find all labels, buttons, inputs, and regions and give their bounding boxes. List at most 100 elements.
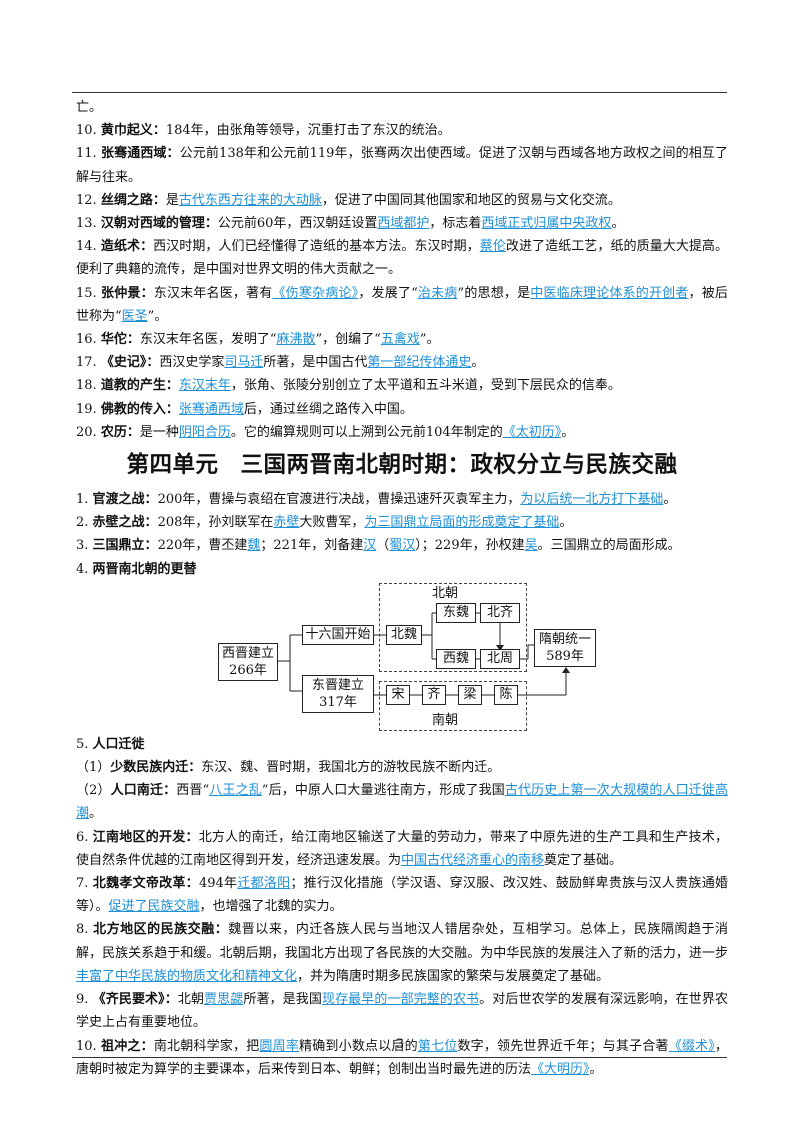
- list-item: 5. 人口迁徙: [76, 733, 728, 756]
- item-number: 11.: [76, 146, 97, 162]
- item-title: 张骞通西域：: [100, 146, 180, 162]
- key-term: 丰富了中华民族的物质文化和精神文化: [76, 968, 298, 984]
- list-item: 18. 道教的产生：东汉末年，张角、张陵分别创立了太平道和五斗米道，受到下层民众…: [76, 374, 728, 397]
- key-term: 中医临床理论体系的开创者: [530, 285, 689, 301]
- list-item: 2. 赤壁之战：208年，孙刘联军在赤壁大败曹军，为三国鼎立局面的形成奠定了基础…: [76, 511, 728, 534]
- item-title: 北方地区的民族交融：: [93, 922, 229, 938]
- item-text: ”。: [147, 308, 168, 324]
- key-term: 五禽戏: [380, 332, 420, 348]
- key-term: 古代历史上第一次大规模的人口迁徙高潮: [76, 783, 728, 822]
- item-text: （: [376, 538, 390, 554]
- key-term: 迁都洛阳: [237, 876, 291, 892]
- item-number: 20.: [76, 424, 97, 440]
- northern-dynasties-frame: [379, 582, 527, 672]
- item-title: 两晋南北朝的更替: [92, 561, 197, 577]
- item-number: 2.: [76, 515, 89, 531]
- item-title: 黄巾起义：: [100, 123, 166, 139]
- item-text: 494年: [198, 876, 238, 892]
- item-title: 佛教的传入：: [100, 401, 179, 417]
- key-term: 西域正式归属中央政权: [481, 216, 612, 232]
- item-title: 三国鼎立：: [92, 538, 158, 554]
- item-text: 东汉末年名医，发明了“: [139, 332, 277, 348]
- key-term: 医圣: [121, 308, 148, 324]
- northern-qi-box: 北齐: [480, 602, 520, 623]
- list-item: 16. 华佗：东汉末年名医，发明了“麻沸散”，创编了“五禽戏”。: [76, 328, 728, 351]
- list-item: 9. 《齐民要术》：北朝贾思勰所著，是我国现存最早的一部完整的农书。对后世农学的…: [76, 988, 728, 1034]
- continued-line: 亡。: [76, 100, 103, 115]
- key-term: 现存最早的一部完整的农书: [321, 992, 480, 1008]
- item-text: ；推行汉化措施（学汉语、穿汉服、改汉姓、鼓励鲜卑贵族与汉人贵族通婚等）。: [76, 876, 728, 915]
- item-text: ”，创编了“: [315, 332, 381, 348]
- key-term: 蜀汉: [389, 538, 416, 554]
- key-term: 第七位: [417, 1038, 458, 1054]
- list-item: 13. 汉朝对西域的管理：公元前60年，西汉朝廷设置西域都护，标志着西域正式归属…: [76, 212, 728, 235]
- key-term: 司马迁: [224, 355, 264, 371]
- key-term: 八王之乱: [209, 783, 262, 799]
- item-text: 。: [561, 424, 575, 440]
- key-term: 治未病: [417, 285, 458, 301]
- key-term: 为三国鼎立局面的形成奠定了基础: [364, 515, 560, 531]
- northern-dynasties-label: 北朝: [432, 585, 459, 601]
- item-text: 东汉末年名医，著有: [153, 285, 273, 301]
- item-title: 官渡之战：: [92, 492, 158, 508]
- western-jin-box: 西晋建立 266年: [218, 642, 278, 681]
- item-text: ，唐朝时被定为算学的主要课本，后来传到日本、朝鲜；创制出当时最先进的历法: [76, 1038, 728, 1077]
- item-title: 《史记》：: [100, 355, 160, 371]
- sui-unification-box: 隋朝统一 589年: [534, 628, 596, 667]
- list-item: 12. 丝绸之路：是古代东西方往来的大动脉，促进了中国同其他国家和地区的贸易与文…: [76, 189, 728, 212]
- item-text: ，张角、张陵分别创立了太平道和五斗米道，受到下层民众的信奉。: [230, 378, 621, 394]
- item-text: 改进了造纸工艺，纸的质量大大提高。便利了典籍的流传，是中国对世界文明的伟大贡献之…: [76, 239, 728, 278]
- item-number: 7.: [76, 876, 89, 892]
- page-number: 3: [395, 1037, 405, 1052]
- key-term: 为以后统一北方打下基础: [520, 492, 664, 508]
- key-term: 麻沸散: [276, 332, 316, 348]
- item-title: 北魏孝文帝改革：: [92, 876, 199, 892]
- item-text: 精确到小数点以后的: [299, 1038, 418, 1054]
- item-number: 15.: [76, 285, 97, 301]
- list-item: 8. 北方地区的民族交融：魏晋以来，内迁各族人民与当地汉人错居杂处，互相学习。总…: [76, 918, 728, 988]
- sui-unification-year: 589年: [546, 648, 584, 664]
- item-title: 华佗：: [100, 332, 140, 348]
- item-text: 184年，由张角等领导，沉重打击了东汉的统治。: [165, 123, 451, 139]
- item-title: 丝绸之路：: [100, 192, 166, 208]
- item-text: 西汉时期，人们已经懂得了造纸的基本方法。东汉时期，: [153, 239, 480, 255]
- item-text: ，被后世称为“: [76, 285, 728, 324]
- item-number: 8.: [76, 922, 89, 938]
- sui-unification-name: 隋朝统一: [538, 631, 591, 647]
- item-text: 西晋“: [176, 783, 210, 799]
- key-term: 西域都护: [377, 216, 430, 232]
- key-term: 古代东西方往来的大动脉: [178, 192, 322, 208]
- item-title: 少数民族内迁：: [110, 760, 202, 776]
- list-item: 11. 张骞通西域：公元前138年和公元前119年，张骞两次出使西域。促进了汉朝…: [76, 142, 728, 188]
- item-text: 。: [611, 216, 625, 232]
- item-text: ”的思想，是: [457, 285, 531, 301]
- item-text: ，也增强了北魏的实力。: [199, 899, 343, 915]
- western-jin-year: 266年: [229, 662, 267, 678]
- item-text: 后，通过丝绸之路传入中国。: [243, 401, 413, 417]
- item-text: 。: [559, 515, 573, 531]
- item-number: （2）: [76, 783, 111, 799]
- northern-zhou-box: 北周: [480, 648, 520, 669]
- key-term: 中国古代经济重心的南移: [401, 852, 545, 868]
- item-number: 10.: [76, 1038, 97, 1054]
- item-number: 17.: [76, 355, 97, 371]
- key-term: 《伤寒杂病论》: [272, 285, 359, 301]
- item-title: 人口迁徙: [92, 736, 145, 752]
- item-text: ”后，中原人口大量逃往南方，形成了我国: [261, 783, 505, 799]
- unit4-title-text: 三国两晋南北朝时期：政权分立与民族交融: [240, 452, 678, 479]
- item-title: 祖冲之：: [101, 1038, 154, 1054]
- item-text: 。: [471, 355, 485, 371]
- item-text: 魏晋以来，内迁各族人民与当地汉人错居杂处，互相学习。总体上，民族隔阂趋于消解，民…: [76, 922, 728, 961]
- list-item: 3. 三国鼎立：220年，曹丕建魏；221年，刘备建汉（蜀汉）；229年，孙权建…: [76, 534, 728, 557]
- item-number: 14.: [76, 239, 97, 255]
- list-item: 10. 黄巾起义：184年，由张角等领导，沉重打击了东汉的统治。: [76, 119, 728, 142]
- item-text: 208年，孙刘联军在: [157, 515, 274, 531]
- key-term: 《大明历》: [531, 1061, 590, 1077]
- list-item: （1）少数民族内迁：东汉、魏、晋时期，我国北方的游牧民族不断内迁。: [76, 756, 728, 779]
- item-title: 赤壁之战：: [92, 515, 158, 531]
- item-text: 大败曹军，: [299, 515, 365, 531]
- item-text: ”。: [419, 332, 440, 348]
- northern-wei-box: 北魏: [386, 624, 422, 645]
- key-term: 圆周率: [259, 1038, 300, 1054]
- item-text: 奠定了基础。: [544, 852, 623, 868]
